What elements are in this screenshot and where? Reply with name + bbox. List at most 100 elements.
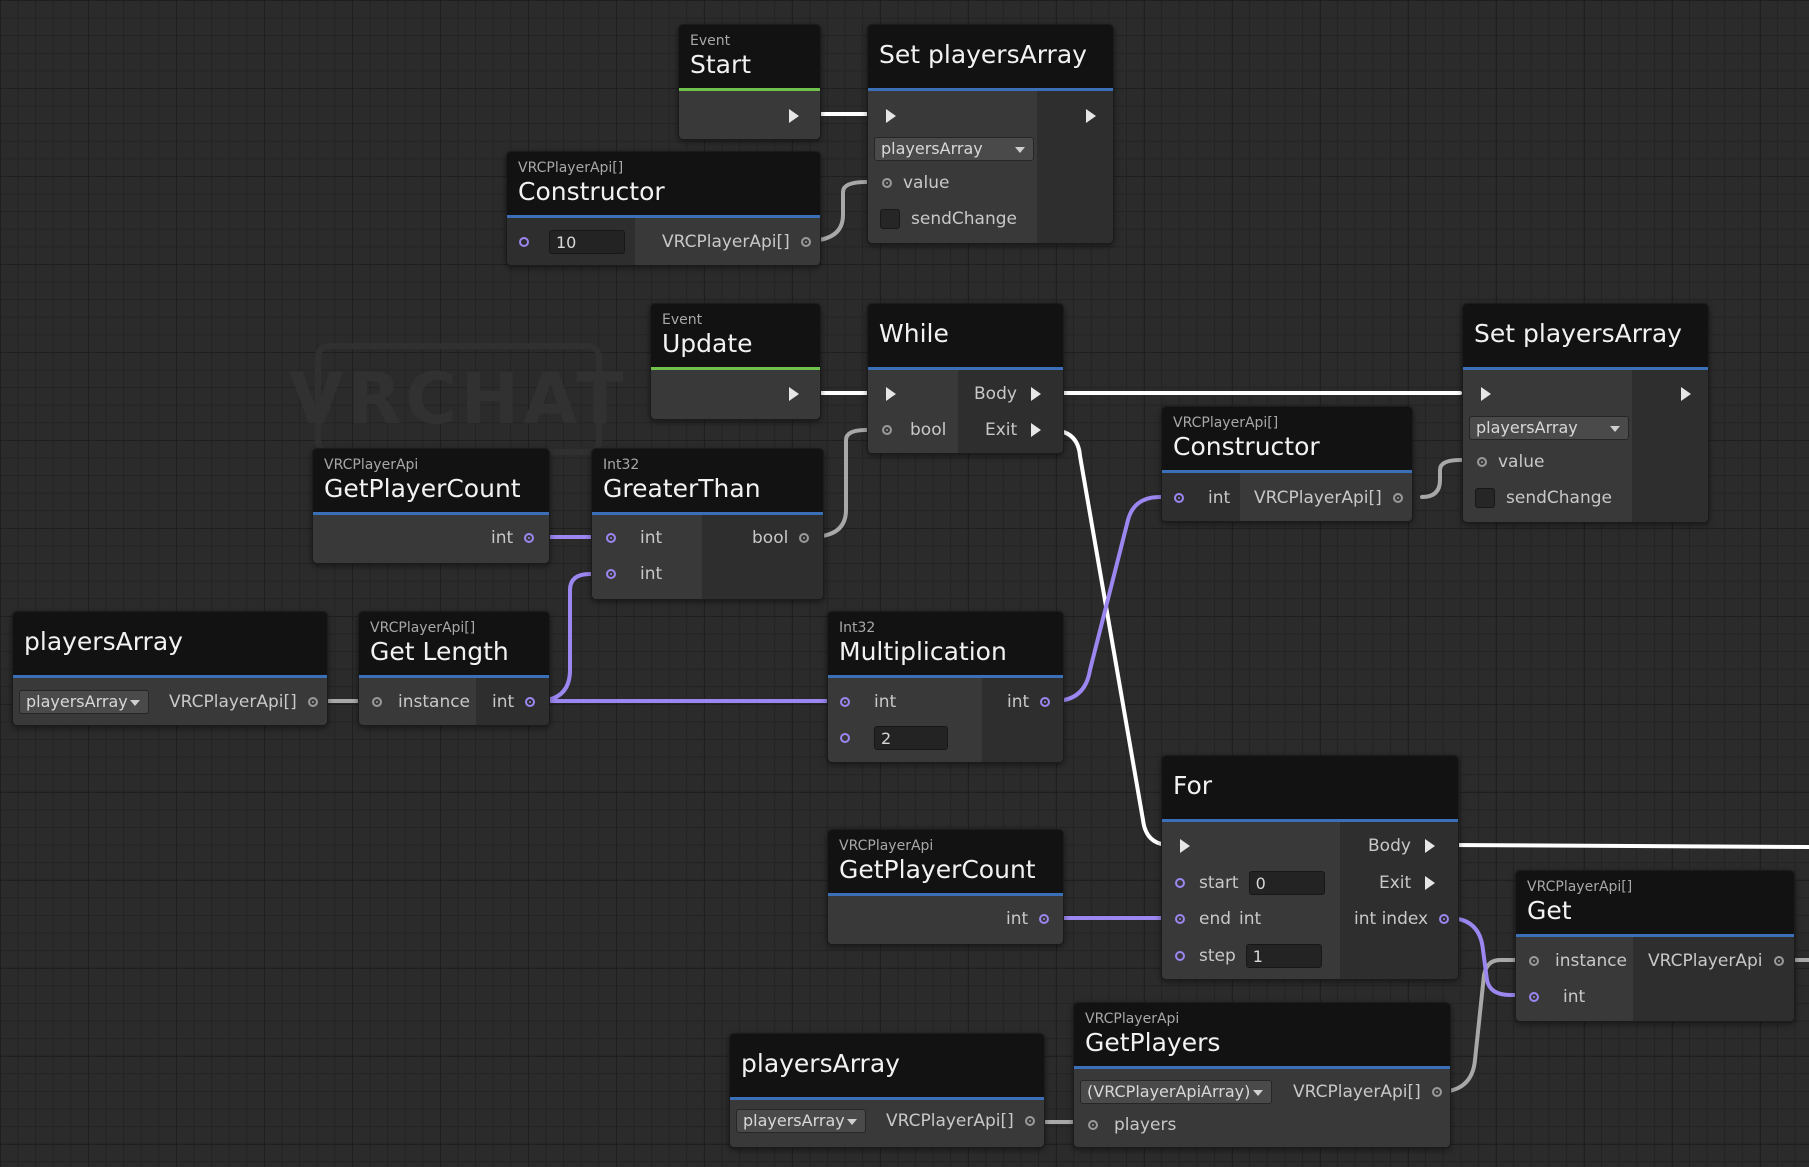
flow-out-port[interactable] [1086,109,1096,123]
node-category: Event [662,312,703,328]
output-label: VRCPlayerApi [1648,951,1763,971]
output-port[interactable] [1431,1087,1442,1097]
exit-flow-port[interactable] [1425,876,1436,890]
output-port[interactable] [1024,1116,1035,1126]
while-node[interactable]: While Body bool Exit [867,303,1064,454]
players-array-variable-node[interactable]: playersArray playersArray VRCPlayerApi[] [729,1033,1045,1148]
int-label: int [1563,987,1586,1007]
flow-in-port[interactable] [1180,839,1190,853]
flow-out-port[interactable] [789,109,799,123]
body-label: Body [974,384,1017,404]
output-port[interactable] [1392,493,1403,503]
flow-out-port[interactable] [1681,387,1691,401]
node-title: playersArray [24,627,183,656]
int-output-port[interactable] [524,533,535,543]
node-title: GetPlayerCount [839,855,1036,884]
node-category: Int32 [603,457,640,473]
variable-dropdown[interactable]: playersArray [874,137,1034,161]
size-port[interactable] [519,237,529,247]
index-label: int index [1354,909,1429,929]
node-category: VRCPlayerApi[] [1527,879,1633,895]
int-input-port[interactable] [840,697,850,707]
node-title: playersArray [741,1049,900,1078]
int-port[interactable] [1174,493,1184,503]
output-port[interactable] [307,697,318,707]
send-change-checkbox[interactable] [1475,488,1495,508]
output-label: VRCPlayerApi[] [1293,1082,1421,1102]
output-label: VRCPlayerApi[] [886,1111,1014,1131]
node-title: Get [1527,896,1572,925]
players-array-variable-node[interactable]: playersArray playersArray VRCPlayerApi[] [12,611,328,726]
node-category: Int32 [839,620,876,636]
node-title: Set playersArray [879,40,1087,69]
start-port[interactable] [1175,878,1185,888]
output-label: int [491,528,514,548]
overload-dropdown[interactable]: (VRCPlayerApiArray) [1080,1080,1272,1104]
constructor-node[interactable]: VRCPlayerApi[]Constructor 10 VRCPlayerAp… [506,151,821,266]
node-title: Update [662,329,753,358]
int-input-port[interactable] [606,569,616,579]
node-title: GetPlayerCount [324,474,521,503]
int-input-port[interactable] [840,733,850,743]
players-label: players [1114,1115,1177,1135]
send-change-checkbox[interactable] [880,209,900,229]
int-output-port[interactable] [525,697,536,707]
output-port[interactable] [800,237,811,247]
int-input-port[interactable] [606,533,616,543]
start-field[interactable]: 0 [1248,871,1325,895]
players-port[interactable] [1088,1120,1098,1130]
multiplier-field[interactable]: 2 [874,726,948,750]
int-label: int [1208,488,1231,508]
output-port[interactable] [1773,956,1784,966]
body-flow-port[interactable] [1030,387,1041,401]
variable-dropdown[interactable]: playersArray [1469,416,1629,440]
node-category: VRCPlayerApi[] [1173,415,1279,431]
value-port[interactable] [1477,457,1487,467]
node-title: Multiplication [839,637,1007,666]
instance-port[interactable] [372,697,382,707]
variable-dropdown[interactable]: playersArray [736,1109,866,1133]
int-output-port[interactable] [1039,914,1050,924]
value-port[interactable] [882,178,892,188]
int-output-port[interactable] [1040,697,1051,707]
flow-wire-for-body [1446,843,1809,849]
body-flow-port[interactable] [1424,839,1435,853]
exit-label: Exit [985,420,1018,440]
output-label: VRCPlayerApi[] [662,232,790,252]
flow-in-port[interactable] [886,109,896,123]
int-label: int [640,528,663,548]
send-change-label: sendChange [1506,488,1612,508]
flow-out-port[interactable] [789,387,799,401]
get-length-node[interactable]: VRCPlayerApi[]Get Length instance int [358,611,550,726]
flow-in-port[interactable] [1481,387,1491,401]
constructor-node[interactable]: VRCPlayerApi[]Constructor int VRCPlayerA… [1161,406,1413,522]
output-label: int [492,692,515,712]
output-label: VRCPlayerApi[] [1254,488,1382,508]
instance-port[interactable] [1529,956,1539,966]
step-port[interactable] [1175,951,1185,961]
end-port[interactable] [1175,914,1185,924]
variable-dropdown[interactable]: playersArray [19,690,149,714]
node-category: VRCPlayerApi [839,838,934,854]
int-label: int [874,692,897,712]
array-get-node[interactable]: VRCPlayerApi[]Get instance int VRCPlayer… [1515,870,1795,1022]
index-output-port[interactable] [1439,914,1450,924]
set-players-array-node[interactable]: Set playersArray playersArray value send… [867,24,1114,244]
exit-flow-port[interactable] [1031,423,1042,437]
bool-port[interactable] [882,425,892,435]
size-field[interactable]: 10 [549,230,625,254]
bool-output-port[interactable] [799,533,810,543]
set-players-array-node[interactable]: Set playersArray playersArray value send… [1462,303,1709,523]
index-port[interactable] [1529,992,1539,1002]
flow-in-port[interactable] [886,387,896,401]
step-field[interactable]: 1 [1245,944,1322,968]
